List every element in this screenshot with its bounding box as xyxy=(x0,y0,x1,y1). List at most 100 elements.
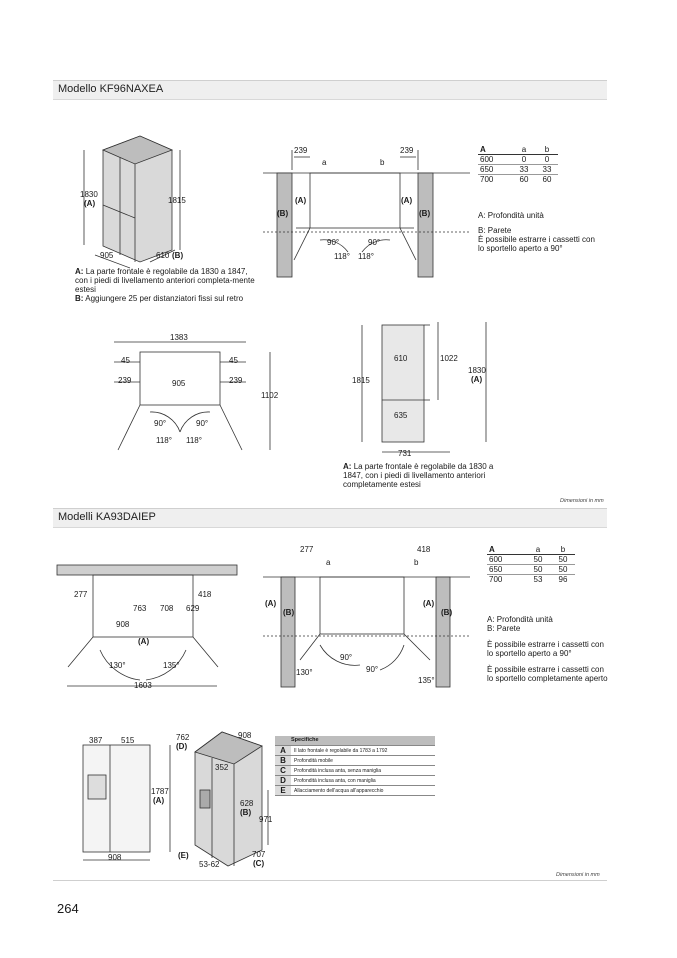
s2-fig3-w515: 515 xyxy=(121,736,135,745)
footer-rule xyxy=(53,880,607,881)
legend1-a: A: Profondità unità xyxy=(478,211,544,220)
fig1-note-b: B: Aggiungere 25 per distanziatori fissi… xyxy=(75,294,244,303)
s2-fig1-d708: 708 xyxy=(160,604,174,613)
s2-fig4-d707-key: (C) xyxy=(253,859,265,868)
fig2-B-left: (B) xyxy=(277,209,289,218)
s2-fig4-h971: 971 xyxy=(259,815,273,824)
s2-fig4-d628-key: (B) xyxy=(240,808,252,817)
fig1-depth-key: (B) xyxy=(172,251,184,260)
fig2-B-right: (B) xyxy=(419,209,431,218)
s2-fig1-angle-130: 130° xyxy=(109,661,126,670)
section-title: Modello KF96NAXEA xyxy=(58,83,164,95)
fig4-height-1830: 1830 xyxy=(468,366,486,375)
fig4-height-1830-key: (A) xyxy=(471,375,483,384)
s2-fig4-d352: 352 xyxy=(215,763,229,772)
fig1-depth: 610 xyxy=(156,251,170,260)
fig2-left-dim: 239 xyxy=(294,146,308,155)
fig3-side-left: 45 xyxy=(121,356,130,365)
fig2-b: b xyxy=(380,158,385,167)
fig3-angle-90-right: 90° xyxy=(196,419,209,428)
fig3-door-left: 239 xyxy=(118,376,132,385)
s2-fig2-angle-130: 130° xyxy=(296,668,313,677)
section-header-kf96naxea: Modello KF96NAXEA xyxy=(53,80,607,100)
s2-fig4-d762: 762 xyxy=(176,733,190,742)
s2-fig2-angle-90-a: 90° xyxy=(340,653,353,662)
s2-fig2-A-right: (A) xyxy=(423,599,435,608)
fig2-angle-90-right: 90° xyxy=(368,238,381,247)
top-view-doors-2 xyxy=(56,564,238,687)
fig2-right-dim: 239 xyxy=(400,146,414,155)
fig3-depth: 1102 xyxy=(261,391,279,400)
s2-fig2-B-right: (B) xyxy=(441,608,453,617)
legend2-c: È possibile estrarre i cassetti con lo s… xyxy=(487,640,604,658)
fig3-angle-90-left: 90° xyxy=(154,419,167,428)
fig4-note: A: La parte frontale è regolabile da 183… xyxy=(343,462,494,489)
s2-fig1-angle-135: 135° xyxy=(163,661,180,670)
s2-fig4-e: (E) xyxy=(178,851,189,860)
s2-fig1-right: 418 xyxy=(198,590,212,599)
fridge-iso-drawing-2 xyxy=(194,731,269,867)
fig3-angle-118-right: 118° xyxy=(186,436,202,445)
s2-fig4-d762-key: (D) xyxy=(176,742,188,751)
top-view-doors-1 xyxy=(114,341,271,451)
page-number: 264 xyxy=(57,901,79,916)
fig2-A-left: (A) xyxy=(295,196,307,205)
s2-fig3-height: 1787 xyxy=(151,787,169,796)
s2-fig2-A-left: (A) xyxy=(265,599,277,608)
s2-fig3-width: 908 xyxy=(108,853,122,862)
top-view-niche-2 xyxy=(263,576,470,688)
legend1-c: È possibile estrarre i cassetti con lo s… xyxy=(478,235,595,253)
legend1-b: B: Parete xyxy=(478,226,512,235)
side-view-1 xyxy=(361,322,487,453)
legend2-b: B: Parete xyxy=(487,624,521,633)
fig3-side-right: 45 xyxy=(229,356,238,365)
fig2-a: a xyxy=(322,158,327,167)
s2-fig1-width: 908 xyxy=(116,620,130,629)
s2-fig4-feet: 53-62 xyxy=(199,860,220,869)
s2-fig3-w387: 387 xyxy=(89,736,103,745)
s2-fig3-height-key: (A) xyxy=(153,796,165,805)
front-view-2 xyxy=(82,744,171,861)
fig1-note-a: A: La parte frontale è regolabile da 183… xyxy=(75,267,255,294)
fig3-door-right: 239 xyxy=(229,376,243,385)
top-view-niche-1 xyxy=(263,150,470,278)
fig2-angle-118-left: 118° xyxy=(334,252,350,261)
fig2-angle-90-left: 90° xyxy=(327,238,340,247)
s2-fig1-A: (A) xyxy=(138,637,150,646)
fig4-height-1815: 1815 xyxy=(352,376,370,385)
s2-fig1-left: 277 xyxy=(74,590,88,599)
fridge-iso-drawing-1 xyxy=(83,135,181,269)
fig1-height-body: 1815 xyxy=(168,196,186,205)
fig1-width: 905 xyxy=(100,251,114,260)
s2-fig1-total: 1603 xyxy=(134,681,152,690)
fig1-height-total: 1830 xyxy=(80,190,98,199)
s2-fig4-w908: 908 xyxy=(238,731,252,740)
units-note-1: Dimensioni in mm xyxy=(560,498,604,504)
s2-fig2-right: 418 xyxy=(417,545,431,554)
s2-fig2-angle-135: 135° xyxy=(418,676,435,685)
legend2-a: A: Profondità unità xyxy=(487,615,553,624)
s2-fig2-B-left: (B) xyxy=(283,608,295,617)
s2-fig1-d629: 629 xyxy=(186,604,200,613)
fig4-depth-635: 635 xyxy=(394,411,408,420)
s2-fig4-d707: 707 xyxy=(252,850,266,859)
spec-table-header: Specifiche xyxy=(275,736,435,746)
fig4-depth-610: 610 xyxy=(394,354,408,363)
fig2-A-right: (A) xyxy=(401,196,413,205)
s2-fig2-angle-90-b: 90° xyxy=(366,665,379,674)
s2-fig1-d763: 763 xyxy=(133,604,147,613)
s2-fig2-a: a xyxy=(326,558,331,567)
section-title: Modelli KA93DAIEP xyxy=(58,511,156,523)
fig2-angle-118-right: 118° xyxy=(358,252,374,261)
s2-fig4-d628: 628 xyxy=(240,799,254,808)
fig1-height-total-key: (A) xyxy=(84,199,96,208)
s2-fig2-b: b xyxy=(414,558,419,567)
fig3-angle-118-left: 118° xyxy=(156,436,172,445)
fig4-height-1022: 1022 xyxy=(440,354,458,363)
section-header-ka93daiep: Modelli KA93DAIEP xyxy=(53,508,607,528)
s2-fig2-left: 277 xyxy=(300,545,314,554)
